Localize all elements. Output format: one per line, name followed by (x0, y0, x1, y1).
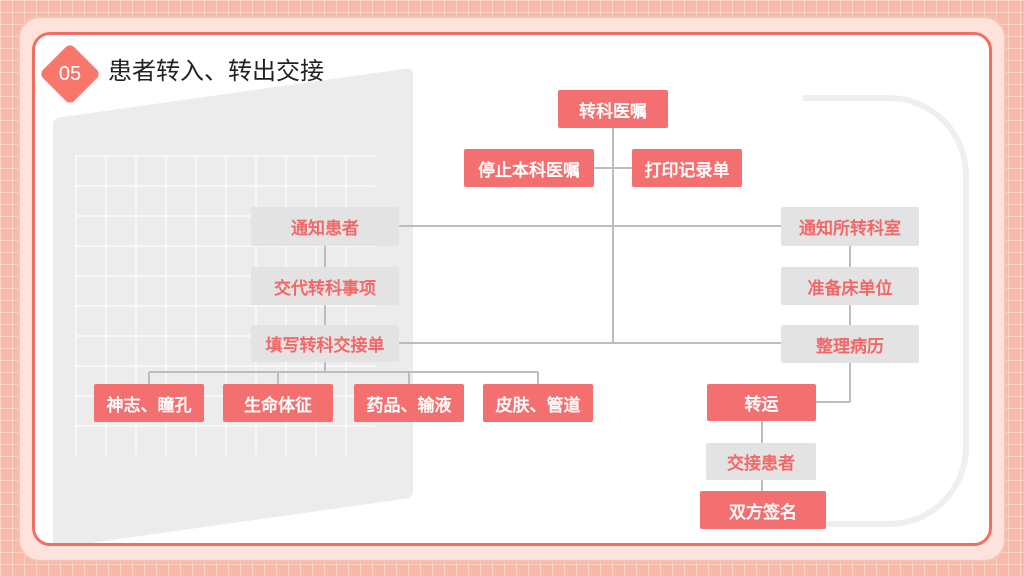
node-organize-records: 整理病历 (781, 325, 919, 363)
node-both-sign: 双方签名 (700, 491, 826, 529)
node-medication-infusion: 药品、输液 (354, 384, 464, 422)
node-stop-orders: 停止本科医嘱 (464, 149, 594, 187)
node-consciousness-pupils: 神志、瞳孔 (94, 384, 204, 422)
node-notify-department: 通知所转科室 (781, 207, 919, 246)
node-prepare-bed: 准备床单位 (781, 267, 919, 305)
node-transfer-order: 转科医嘱 (558, 90, 668, 128)
page-title: 患者转入、转出交接 (108, 57, 324, 85)
node-fill-form: 填写转科交接单 (251, 325, 399, 362)
node-handover-patient: 交接患者 (706, 443, 816, 480)
section-number: 05 (58, 63, 82, 85)
node-transport: 转运 (707, 384, 816, 421)
node-notify-patient: 通知患者 (251, 207, 399, 246)
node-vital-signs: 生命体征 (223, 384, 333, 422)
node-skin-tubes: 皮肤、管道 (483, 384, 593, 422)
node-print-record: 打印记录单 (632, 149, 742, 187)
node-explain-matters: 交代转科事项 (251, 267, 399, 305)
stethoscope-illustration (803, 95, 969, 527)
